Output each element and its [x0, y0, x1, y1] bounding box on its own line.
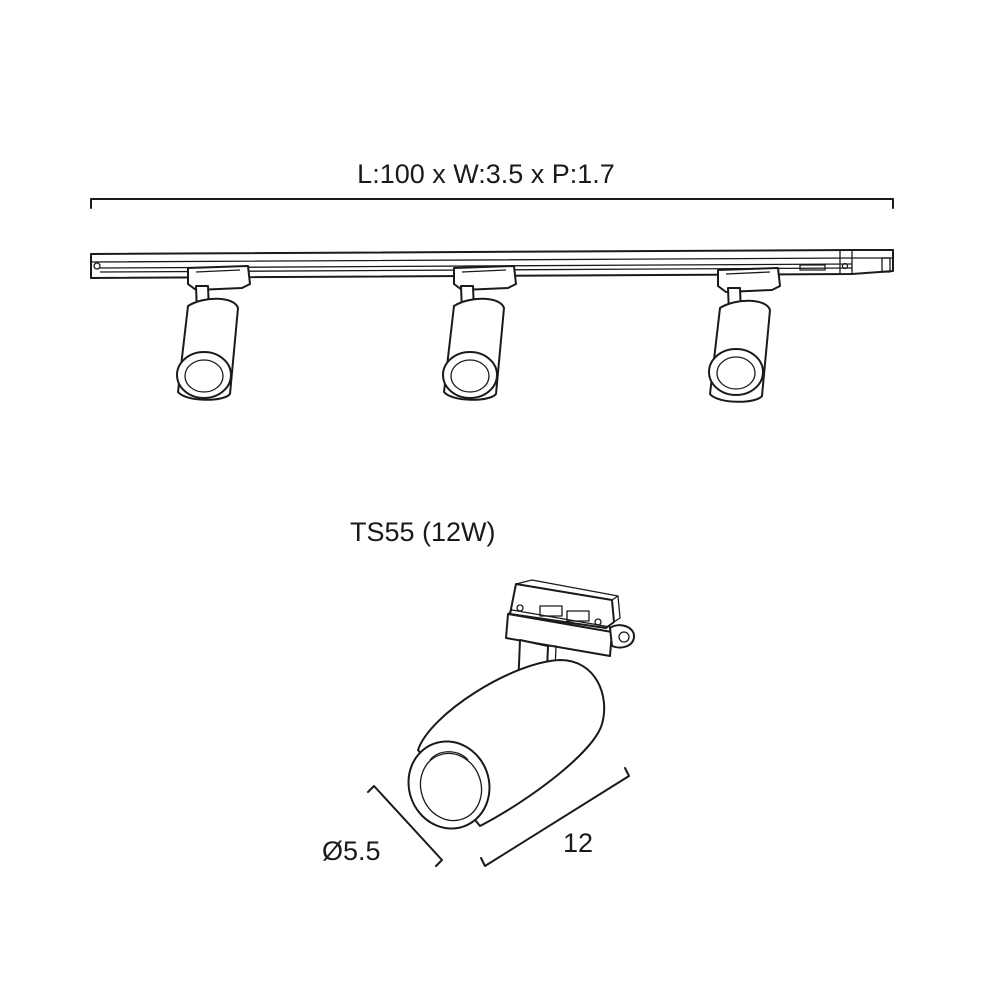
model-label: TS55 (12W): [350, 517, 496, 547]
length-dimension: 12: [480, 767, 630, 867]
diameter-label: Ø5.5: [322, 836, 381, 866]
overall-dimension-label: L:100 x W:3.5 x P:1.7: [357, 159, 615, 189]
length-label: 12: [563, 828, 593, 858]
track-spot-2: [442, 265, 517, 401]
track-spot-1: [176, 265, 251, 401]
length-dimension-line: [480, 767, 630, 867]
spotlight-detail: [407, 579, 635, 830]
overall-dimension-line: [90, 198, 894, 209]
diameter-dimension: Ø5.5: [322, 785, 443, 867]
overall-dimension: L:100 x W:3.5 x P:1.7: [90, 159, 894, 209]
diameter-dimension-line: [367, 785, 443, 867]
track-spot-3: [708, 267, 781, 403]
